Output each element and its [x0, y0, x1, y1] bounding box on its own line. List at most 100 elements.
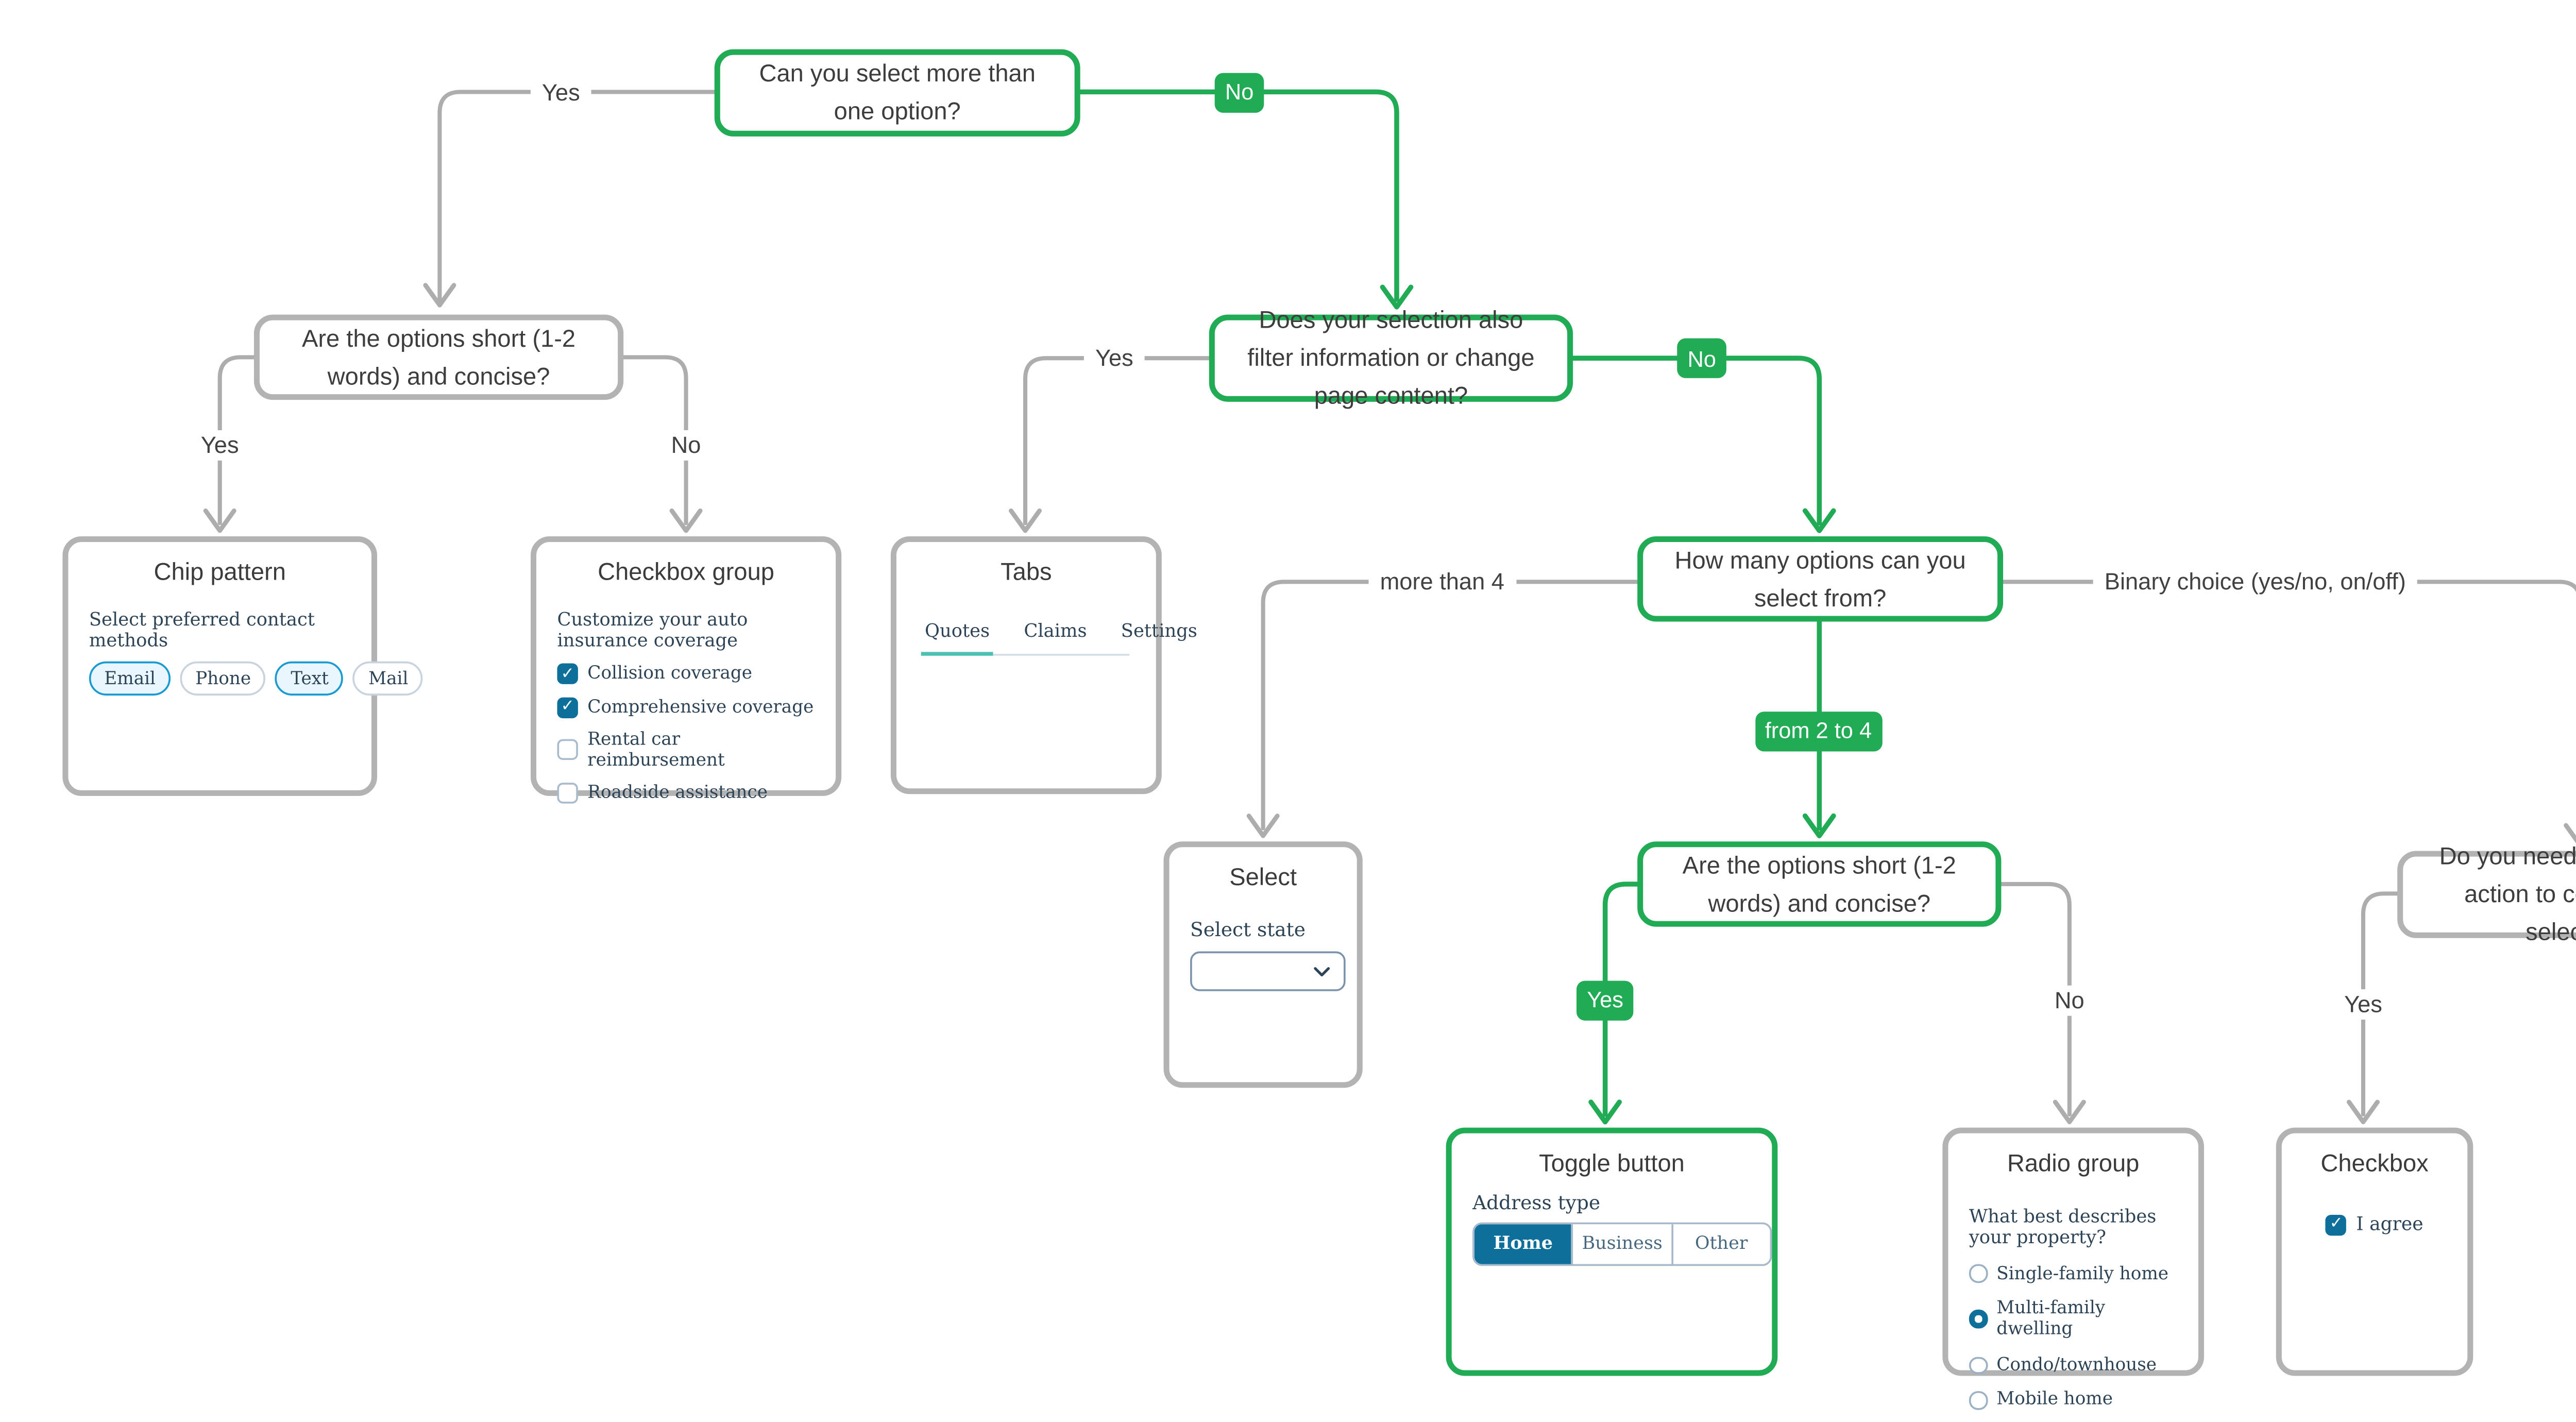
node-q2-text: Are the options short (1-2 words) and co… [301, 323, 576, 390]
node-q2: Are the options short (1-2 words) and co… [253, 314, 624, 400]
checkbox-checked-icon[interactable]: ✓ [557, 697, 578, 718]
edge-q4-more-line [1261, 580, 1640, 831]
card-radio-group: Radio group What best describes your pro… [1942, 1127, 2204, 1411]
tab-quotes[interactable]: Quotes [921, 622, 994, 656]
toggle-option-other[interactable]: Other [1671, 1224, 1770, 1264]
arrow-down-icon [2053, 1099, 2086, 1125]
edge-q4-binary-line [2001, 580, 2576, 592]
node-q4: How many options can you select from? [1637, 536, 2004, 622]
radio-option-mobile-home[interactable]: Mobile home [1969, 1390, 2178, 1411]
checkbox-option-label: I agree [2356, 1214, 2424, 1236]
node-q5-text: Are the options short (1-2 words) and co… [1682, 850, 1956, 917]
edge-label-q4-more-than-4: more than 4 [1368, 566, 1516, 597]
arrow-down-icon [669, 508, 703, 533]
node-q5: Are the options short (1-2 words) and co… [1637, 841, 2002, 927]
checkbox-option-roadside[interactable]: Roadside assistance [557, 783, 815, 804]
node-q6: Do you need an additional action to conf… [2397, 842, 2576, 945]
edge-label-q1-yes: Yes [530, 76, 591, 107]
radio-selected-icon[interactable] [1969, 1310, 1987, 1329]
check-icon: ✓ [561, 664, 574, 684]
checkbox-group-label: Customize your auto insurance coverage [557, 610, 748, 652]
radio-option-single-family[interactable]: Single-family home [1969, 1263, 2178, 1284]
radio-unselected-icon[interactable] [1969, 1391, 1987, 1410]
tab-claims[interactable]: Claims [1024, 621, 1087, 642]
card-checkbox-group: Checkbox group Customize your auto insur… [530, 536, 842, 804]
card-checkbox-title: Checkbox [2320, 1148, 2429, 1177]
arrow-down-icon [2346, 1099, 2380, 1125]
chip-email[interactable]: Email [89, 661, 171, 696]
node-q3: Does your selection also filter informat… [1209, 306, 1573, 409]
state-select-dropdown[interactable] [1190, 951, 1346, 991]
check-icon: ✓ [561, 697, 574, 716]
edge-q5-yes-line [1602, 882, 1640, 1117]
radio-option-label: Mobile home [1996, 1390, 2113, 1411]
checkbox-option-label: Collision coverage [587, 664, 753, 685]
chevron-down-icon [1314, 966, 1330, 976]
radio-option-label: Condo/townhouse [1996, 1355, 2157, 1376]
radio-option-label: Single-family home [1996, 1263, 2169, 1284]
chip-group-label: Select preferred contact methods [89, 610, 315, 652]
arrow-down-icon-green [1802, 813, 1836, 838]
edge-q6-yes-line [2361, 891, 2400, 1116]
toggle-group-label: Address type [1472, 1194, 1601, 1215]
edge-label-q6-yes: Yes [2332, 989, 2394, 1020]
edge-q1-no-line [1077, 89, 1399, 302]
checkbox-option-label: Rental car reimbursement [587, 729, 725, 771]
checkbox-option-rental[interactable]: Rental car reimbursement [557, 730, 815, 771]
checkbox-option-i-agree[interactable]: ✓ I agree [2302, 1214, 2447, 1236]
radio-option-condo[interactable]: Condo/townhouse [1969, 1355, 2178, 1376]
card-radio-group-title: Radio group [2007, 1148, 2140, 1177]
checkbox-checked-icon[interactable]: ✓ [2326, 1214, 2347, 1236]
arrow-down-icon [1246, 814, 1280, 838]
edge-badge-q3-no: No [1677, 338, 1727, 378]
arrow-down-icon-green [1802, 508, 1836, 533]
card-toggle-button-title: Toggle button [1539, 1148, 1685, 1177]
toggle-button-group: Home Business Other [1472, 1222, 1772, 1266]
edge-label-q2-yes: Yes [189, 429, 250, 460]
card-select: Select Select state [1163, 841, 1363, 1088]
card-chip-pattern: Chip pattern Select preferred contact me… [62, 536, 423, 796]
chip-text[interactable]: Text [275, 661, 344, 696]
card-tabs-title: Tabs [1001, 557, 1052, 586]
edge-label-q5-no: No [2043, 984, 2096, 1015]
node-q3-text: Does your selection also filter informat… [1247, 306, 1535, 410]
arrow-down-icon [2564, 823, 2576, 843]
card-toggle-button: Toggle button Address type Home Business… [1446, 1127, 1778, 1376]
node-q1: Can you select more than one option? [714, 49, 1080, 137]
edge-label-q3-yes: Yes [1083, 343, 1145, 374]
toggle-option-home[interactable]: Home [1474, 1224, 1572, 1264]
card-checkbox-group-title: Checkbox group [598, 557, 774, 586]
arrow-down-icon-green [1588, 1099, 1622, 1125]
select-label: Select state [1190, 921, 1306, 942]
edge-badge-q4-from-2-to-4: from 2 to 4 [1754, 710, 1883, 751]
arrow-down-icon-green [1380, 284, 1414, 310]
radio-unselected-icon[interactable] [1969, 1356, 1987, 1374]
radio-unselected-icon[interactable] [1969, 1264, 1987, 1283]
node-q6-text: Do you need an additional action to conf… [2439, 842, 2576, 946]
checkbox-option-label: Comprehensive coverage [587, 697, 814, 718]
checkbox-option-label: Roadside assistance [587, 783, 768, 804]
checkbox-option-collision[interactable]: ✓ Collision coverage [557, 664, 815, 685]
node-q1-text: Can you select more than one option? [759, 59, 1036, 125]
tabs-bar: Quotes Claims Settings [921, 621, 1197, 656]
radio-option-multi-family[interactable]: Multi-family dwelling [1969, 1298, 2178, 1340]
card-checkbox: Checkbox ✓ I agree [2276, 1127, 2473, 1376]
radio-option-label: Multi-family dwelling [1996, 1298, 2106, 1341]
checkbox-option-comprehensive[interactable]: ✓ Comprehensive coverage [557, 697, 815, 718]
checkbox-unchecked-icon[interactable] [557, 740, 578, 761]
edge-badge-q5-yes: Yes [1576, 979, 1634, 1020]
arrow-down-icon [203, 508, 236, 533]
chip-phone[interactable]: Phone [180, 661, 266, 696]
toggle-option-business[interactable]: Business [1571, 1224, 1671, 1264]
tab-settings[interactable]: Settings [1121, 621, 1197, 642]
edge-q5-no-line [1999, 882, 2072, 1116]
edge-badge-q1-no: No [1214, 72, 1264, 112]
checkbox-checked-icon[interactable]: ✓ [557, 664, 578, 685]
chip-mail[interactable]: Mail [353, 661, 423, 696]
checkbox-unchecked-icon[interactable] [557, 783, 578, 804]
chip-row: Email Phone Text Mail [89, 661, 423, 696]
node-q4-text: How many options can you select from? [1674, 545, 1966, 612]
edge-q3-no-line [1570, 356, 1822, 526]
edge-q3-yes-line [1023, 356, 1211, 526]
